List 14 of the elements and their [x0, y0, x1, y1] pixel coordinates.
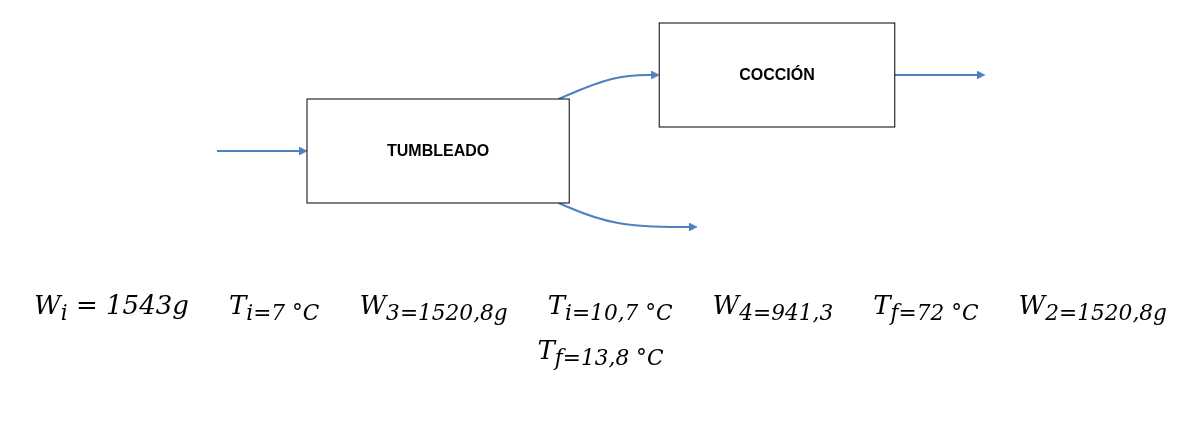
- arrow: [557, 70, 660, 100]
- variable-label: W$_{4=941,3}$: [712, 290, 834, 326]
- arrow: [893, 70, 985, 80]
- variable-label: T$_{i=7 °C}$: [228, 290, 320, 326]
- arrow: [557, 202, 697, 232]
- variable-label: W$_{2=1520,8g}$: [1018, 290, 1167, 326]
- variable-label: T$_{f=13,8 °C}$: [537, 335, 664, 371]
- variable-label: T$_{i=10,7 °C}$: [547, 290, 673, 326]
- arrow: [215, 146, 307, 156]
- variable-label: T$_{f=72 °C}$: [873, 290, 979, 326]
- process-box: COCCIÓN: [658, 22, 895, 128]
- process-box: TUMBLEADO: [306, 98, 570, 204]
- variable-label: W$_{i}$ = 1543g: [34, 290, 189, 326]
- variable-label: W$_{3=1520,8g}$: [359, 290, 508, 326]
